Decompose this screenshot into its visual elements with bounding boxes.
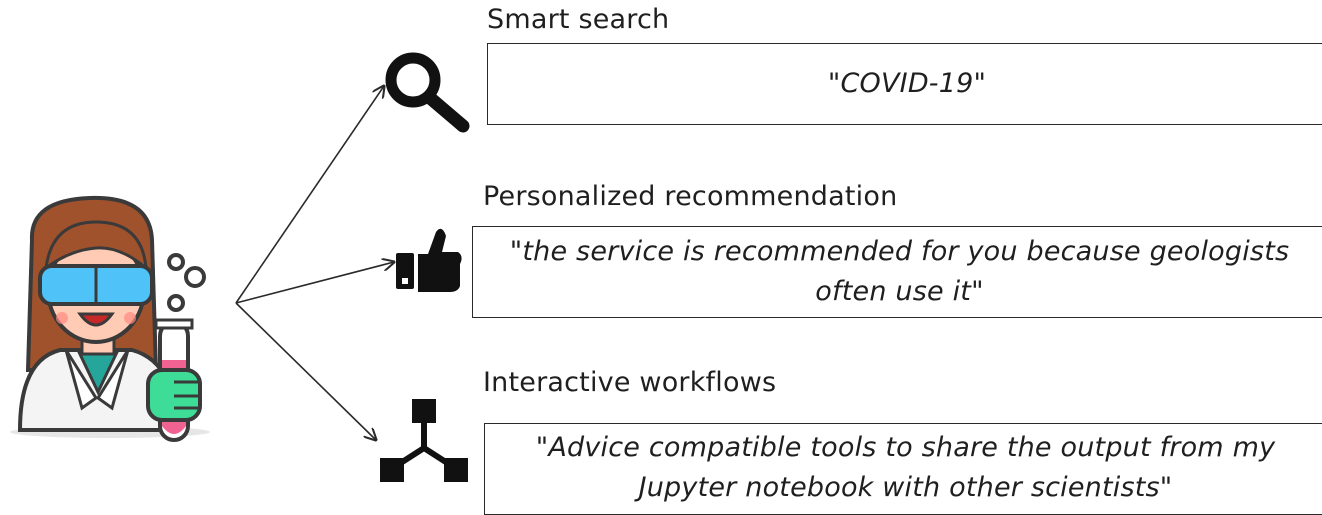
recommendation-heading: Personalized recommendation bbox=[483, 181, 898, 212]
arrow-to-search bbox=[235, 86, 384, 304]
smart-search-query-text: "COVID-19" bbox=[827, 68, 987, 99]
workflow-network-icon bbox=[380, 399, 468, 482]
smart-search-box: "COVID-19" bbox=[487, 43, 1322, 125]
workflows-heading: Interactive workflows bbox=[483, 367, 777, 398]
thumbs-up-icon bbox=[396, 228, 462, 292]
smart-search-heading: Smart search bbox=[487, 4, 670, 35]
arrow-to-recommendation bbox=[235, 262, 394, 304]
magnifier-icon bbox=[385, 52, 470, 133]
recommendation-box: "the service is recommended for you beca… bbox=[472, 226, 1322, 318]
scientist-icon bbox=[10, 195, 210, 442]
workflows-text: "Advice compatible tools to share the ou… bbox=[535, 432, 1276, 503]
recommendation-text: "the service is recommended for you beca… bbox=[509, 236, 1290, 307]
workflows-box: "Advice compatible tools to share the ou… bbox=[484, 423, 1322, 515]
arrow-to-workflows bbox=[235, 302, 376, 440]
